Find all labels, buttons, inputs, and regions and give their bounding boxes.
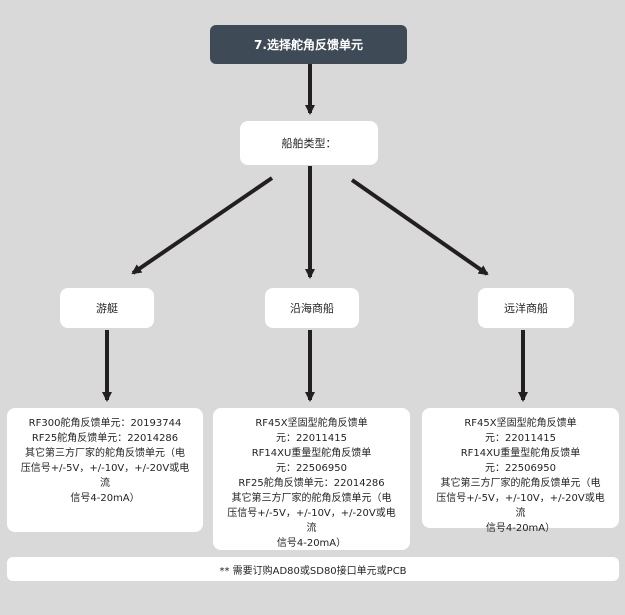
detail-coastal-box: RF45X坚固型舵角反馈单 元：22011415 RF14XU重量型舵角反馈单 … xyxy=(213,408,410,550)
detail-line: 压信号+/-5V，+/-10V，+/-20V或电流 xyxy=(436,493,605,519)
detail-line: 信号4-20mA） xyxy=(276,538,347,549)
footnote-text: ** 需要订购AD80或SD80接口单元或PCB xyxy=(219,565,407,577)
detail-line: 元：22011415 xyxy=(485,433,556,444)
detail-line: 元：22506950 xyxy=(276,463,347,474)
title-box: 7.选择舵角反馈单元 xyxy=(210,25,407,64)
arrow-ship-type-to-yacht xyxy=(131,176,274,275)
arrow-ship-type-to-ocean xyxy=(350,178,489,276)
branch-ocean-box: 远洋商船 xyxy=(478,288,574,328)
detail-line: RF300舵角反馈单元：20193744 xyxy=(28,418,182,429)
branch-yacht-label: 游艇 xyxy=(96,302,118,315)
detail-line: 元：22011415 xyxy=(276,433,347,444)
detail-ocean-box: RF45X坚固型舵角反馈单 元：22011415 RF14XU重量型舵角反馈单 … xyxy=(422,408,619,534)
branch-coastal-label: 沿海商船 xyxy=(290,302,334,315)
detail-line: RF14XU重量型舵角反馈单 xyxy=(251,448,372,459)
branch-yacht-box: 游艇 xyxy=(60,288,154,328)
detail-line: 元：22506950 xyxy=(485,463,556,474)
ship-type-text: 船舶类型： xyxy=(281,137,337,150)
footnote-box: ** 需要订购AD80或SD80接口单元或PCB xyxy=(7,557,619,581)
detail-line: RF14XU重量型舵角反馈单 xyxy=(460,448,581,459)
detail-line: 压信号+/-5V，+/-10V，+/-20V或电流 xyxy=(227,508,396,534)
detail-line: 信号4-20mA） xyxy=(70,493,140,504)
detail-line: 其它第三方厂家的舵角反馈单元（电 xyxy=(231,493,392,504)
detail-line: RF45X坚固型舵角反馈单 xyxy=(464,418,577,429)
ship-type-box: 船舶类型： xyxy=(240,121,378,165)
detail-line: 压信号+/-5V，+/-10V，+/-20V或电流 xyxy=(20,463,190,489)
detail-line: RF25舵角反馈单元：22014286 xyxy=(238,478,385,489)
detail-line: 其它第三方厂家的舵角反馈单元（电 xyxy=(25,448,185,459)
detail-line: 其它第三方厂家的舵角反馈单元（电 xyxy=(440,478,601,489)
branch-ocean-label: 远洋商船 xyxy=(504,302,548,315)
detail-yacht-box: RF300舵角反馈单元：20193744 RF25舵角反馈单元：22014286… xyxy=(7,408,203,532)
detail-line: 信号4-20mA） xyxy=(485,523,556,534)
detail-line: RF25舵角反馈单元：22014286 xyxy=(31,433,179,444)
detail-line: RF45X坚固型舵角反馈单 xyxy=(255,418,368,429)
title-text: 7.选择舵角反馈单元 xyxy=(254,38,363,52)
branch-coastal-box: 沿海商船 xyxy=(265,288,359,328)
